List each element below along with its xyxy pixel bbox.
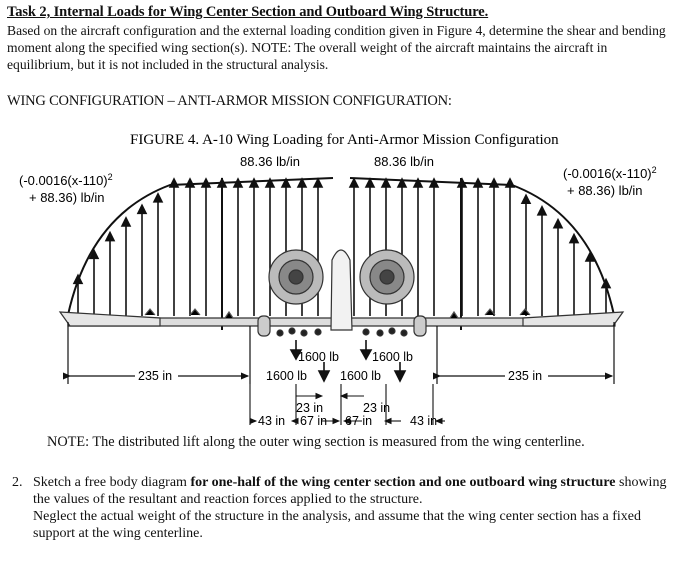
lift-arrow-head bbox=[120, 216, 132, 227]
lift-arrow-head bbox=[136, 203, 148, 215]
lift-arrow-head bbox=[600, 277, 612, 289]
lift-arrow-head bbox=[232, 177, 244, 188]
dim-23-right: 23 in bbox=[363, 401, 390, 415]
lift-arrow-head bbox=[412, 177, 424, 188]
section-heading: WING CONFIGURATION – ANTI-ARMOR MISSION … bbox=[7, 93, 452, 109]
center-load-left: 88.36 lb/in bbox=[240, 154, 300, 169]
task-intro: Based on the aircraft configuration and … bbox=[7, 23, 666, 72]
dim-23-left: 23 in bbox=[296, 401, 323, 415]
lift-arrow-head bbox=[72, 273, 84, 285]
lift-arrow-head bbox=[200, 177, 212, 188]
lift-arrow-head bbox=[280, 177, 292, 188]
lift-arrow-head bbox=[380, 177, 392, 188]
item-2-lead: Sketch a free body diagram bbox=[33, 475, 191, 490]
lift-arrow-head bbox=[296, 177, 308, 188]
item-2-bold: for one-half of the wing center section … bbox=[190, 475, 616, 490]
point-load-a: 1600 lb bbox=[298, 350, 339, 364]
outer-load-left-line1: (-0.0016(x-110)2 bbox=[19, 172, 113, 188]
figure-caption: FIGURE 4. A-10 Wing Loading for Anti-Arm… bbox=[130, 132, 559, 148]
lift-arrow-head bbox=[312, 177, 324, 188]
dim-43-left: 43 in bbox=[258, 414, 285, 428]
lift-arrow-head bbox=[364, 177, 376, 188]
outer-load-left-line2: + 88.36) lb/in bbox=[29, 190, 105, 205]
lift-arrow-head bbox=[248, 177, 260, 188]
point-load-c: 1600 lb bbox=[266, 369, 307, 383]
lift-arrow-head bbox=[472, 177, 484, 188]
lift-arrow-head bbox=[264, 177, 276, 188]
lift-arrow-head bbox=[152, 192, 164, 203]
item-2-rest: showing the values of the resultant and … bbox=[33, 475, 667, 507]
dim-67-right: 67 in bbox=[345, 414, 372, 428]
point-load-d: 1600 lb bbox=[340, 369, 381, 383]
lift-arrow-head bbox=[504, 177, 516, 188]
span-right-label: 235 in bbox=[508, 369, 542, 383]
figure-note: NOTE: The distributed lift along the out… bbox=[47, 434, 585, 450]
lift-arrows bbox=[72, 177, 612, 316]
item-2: 2. Sketch a free body diagram for one-ha… bbox=[12, 474, 672, 542]
lift-arrow-head bbox=[568, 232, 580, 244]
lift-arrow-head bbox=[184, 177, 196, 188]
center-load-right: 88.36 lb/in bbox=[374, 154, 434, 169]
lift-arrow-head bbox=[216, 177, 228, 188]
lift-arrow-head bbox=[104, 230, 116, 242]
item-2-line2: Neglect the actual weight of the structu… bbox=[33, 509, 642, 541]
span-left-label: 235 in bbox=[138, 369, 172, 383]
lift-arrow-head bbox=[584, 251, 596, 262]
lift-arrow-head bbox=[536, 204, 548, 216]
lift-arrow-head bbox=[88, 248, 100, 260]
lift-arrow-head bbox=[552, 217, 564, 229]
lift-arrow-head bbox=[348, 177, 360, 188]
dim-67-left: 67 in bbox=[300, 414, 327, 428]
lift-arrow-head bbox=[520, 193, 532, 205]
aircraft-front-view bbox=[58, 249, 625, 337]
outer-load-right-line1: (-0.0016(x-110)2 bbox=[563, 165, 657, 181]
lift-arrow-head bbox=[456, 177, 468, 188]
lift-arrow-head bbox=[396, 177, 408, 188]
item-2-number: 2. bbox=[12, 475, 23, 490]
dim-43-right: 43 in bbox=[410, 414, 437, 428]
lift-arrow-head bbox=[488, 177, 500, 188]
wing-loading-figure: FIGURE 4. A-10 Wing Loading for Anti-Arm… bbox=[19, 132, 657, 428]
point-load-b: 1600 lb bbox=[372, 350, 413, 364]
task-title: Task 2, Internal Loads for Wing Center S… bbox=[7, 4, 489, 20]
lift-arrow-head bbox=[428, 177, 440, 188]
outer-load-right-line2: + 88.36) lb/in bbox=[567, 183, 643, 198]
lift-arrow-head bbox=[168, 177, 180, 188]
